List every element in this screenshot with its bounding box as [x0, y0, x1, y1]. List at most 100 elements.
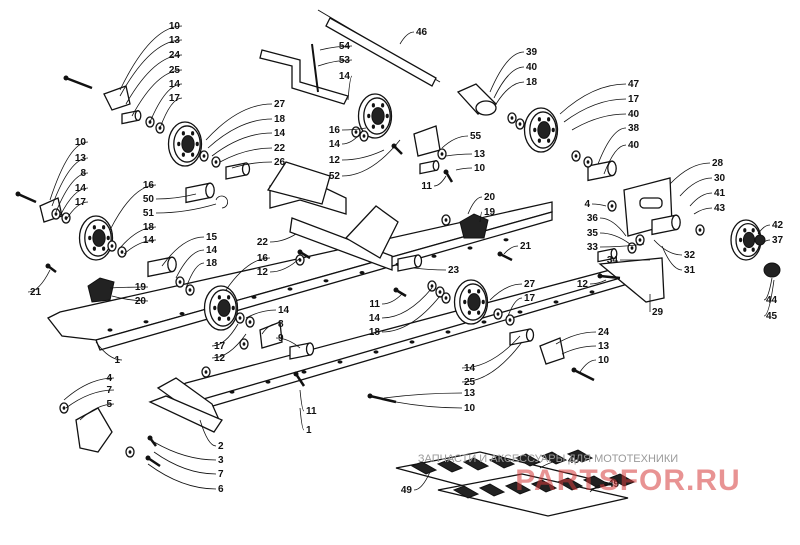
leader-line: [445, 153, 473, 157]
callout-label: 48: [568, 455, 580, 466]
leader-line: [679, 177, 713, 197]
callout-label: 16: [257, 253, 269, 264]
end-cap-44: [763, 262, 781, 278]
leader-line: [65, 389, 115, 409]
callout-label: 30: [714, 173, 726, 184]
callout-label: 37: [772, 235, 784, 246]
callout-label: 36: [587, 213, 599, 224]
leader-line: [689, 192, 713, 207]
block-5: [75, 407, 113, 453]
callout-label: 34: [607, 255, 619, 266]
washer: [245, 316, 255, 328]
callout-label: 19: [135, 282, 147, 293]
callout-label: 17: [169, 93, 181, 104]
leader-line: [653, 239, 683, 256]
bolt-12-c: [391, 143, 403, 155]
track-cleat: [478, 483, 506, 497]
callout-label: 18: [526, 77, 538, 88]
leader-line: [507, 297, 523, 317]
bracket-24-upper: [103, 85, 131, 111]
callout-label: 49: [608, 479, 620, 490]
leader-line: [275, 337, 301, 349]
bolt-10-left: [15, 191, 37, 204]
callout-label: 24: [598, 327, 610, 338]
leader-line: [149, 83, 183, 123]
bolt-21-b: [497, 251, 513, 262]
spacer-43: [651, 214, 681, 236]
idler-wheel-27-lower: [453, 279, 489, 325]
callout-label: 13: [169, 35, 181, 46]
bearing-50: [185, 182, 215, 204]
leader-line: [207, 118, 273, 149]
leader-line: [479, 211, 483, 223]
leader-line: [159, 97, 183, 129]
callout-label: 18: [206, 258, 218, 269]
callout-label: 14: [143, 235, 155, 246]
front-arm-assembly: [266, 161, 399, 271]
leader-line: [413, 267, 447, 271]
leader-line: [599, 243, 645, 248]
callout-label: 1: [306, 425, 312, 436]
callout-label: 52: [329, 171, 341, 182]
callout-label: 12: [329, 155, 341, 166]
leader-line: [155, 193, 197, 200]
track-cleat: [462, 457, 490, 471]
washer: [607, 200, 617, 212]
spacer-9: [289, 342, 315, 360]
callout-label: 2: [218, 441, 224, 452]
leader-line: [111, 295, 149, 302]
callout-label: 24: [169, 50, 181, 61]
washer: [239, 338, 249, 350]
leader-line: [693, 207, 713, 215]
leader-line: [563, 98, 627, 123]
callout-label: 13: [474, 149, 486, 160]
track-cleat: [452, 485, 480, 499]
callout-label: 14: [206, 245, 218, 256]
callout-label: 21: [30, 287, 42, 298]
leader-line: [341, 133, 361, 145]
wear-strips: [148, 377, 223, 433]
callout-label: 33: [587, 242, 599, 253]
leader-line: [395, 401, 463, 409]
leader-line: [49, 141, 89, 201]
bolt-21: [45, 263, 57, 273]
callout-label: 35: [587, 228, 599, 239]
washer: [125, 446, 135, 458]
leader-line: [763, 279, 775, 317]
idler-wheel-42-rear: [730, 219, 762, 261]
idler-wheel-16-left: [78, 215, 114, 261]
leader-line: [661, 245, 683, 271]
leader-line: [211, 132, 273, 157]
track-cleat: [488, 455, 516, 469]
spacer-11: [419, 160, 440, 175]
track-belt: [395, 449, 636, 517]
leader-line: [185, 262, 205, 289]
leader-line: [503, 245, 519, 255]
callout-label: 40: [526, 62, 538, 73]
callout-label: 23: [448, 265, 460, 276]
callout-label: 4: [584, 199, 590, 210]
callout-label: 7: [106, 385, 112, 396]
washer: [117, 246, 127, 258]
callout-label: 27: [524, 279, 536, 290]
leader-line: [55, 172, 89, 213]
callout-label: 27: [274, 99, 286, 110]
callout-label: 10: [75, 137, 87, 148]
shaft-46: [317, 9, 441, 87]
track-cleat: [530, 479, 558, 493]
washer: [635, 234, 645, 246]
track-cleat: [504, 481, 532, 495]
washer: [493, 308, 503, 320]
callout-label: 5: [106, 399, 112, 410]
callout-label: 11: [369, 299, 380, 310]
bolt-12-a: [297, 249, 311, 260]
leader-line: [51, 157, 89, 207]
spacer-26: [225, 162, 251, 180]
leader-line: [495, 81, 525, 105]
leader-line: [125, 54, 183, 105]
spacer-15: [147, 256, 177, 278]
washer: [437, 148, 447, 160]
leader-line: [589, 483, 607, 493]
leader-line: [561, 345, 597, 355]
